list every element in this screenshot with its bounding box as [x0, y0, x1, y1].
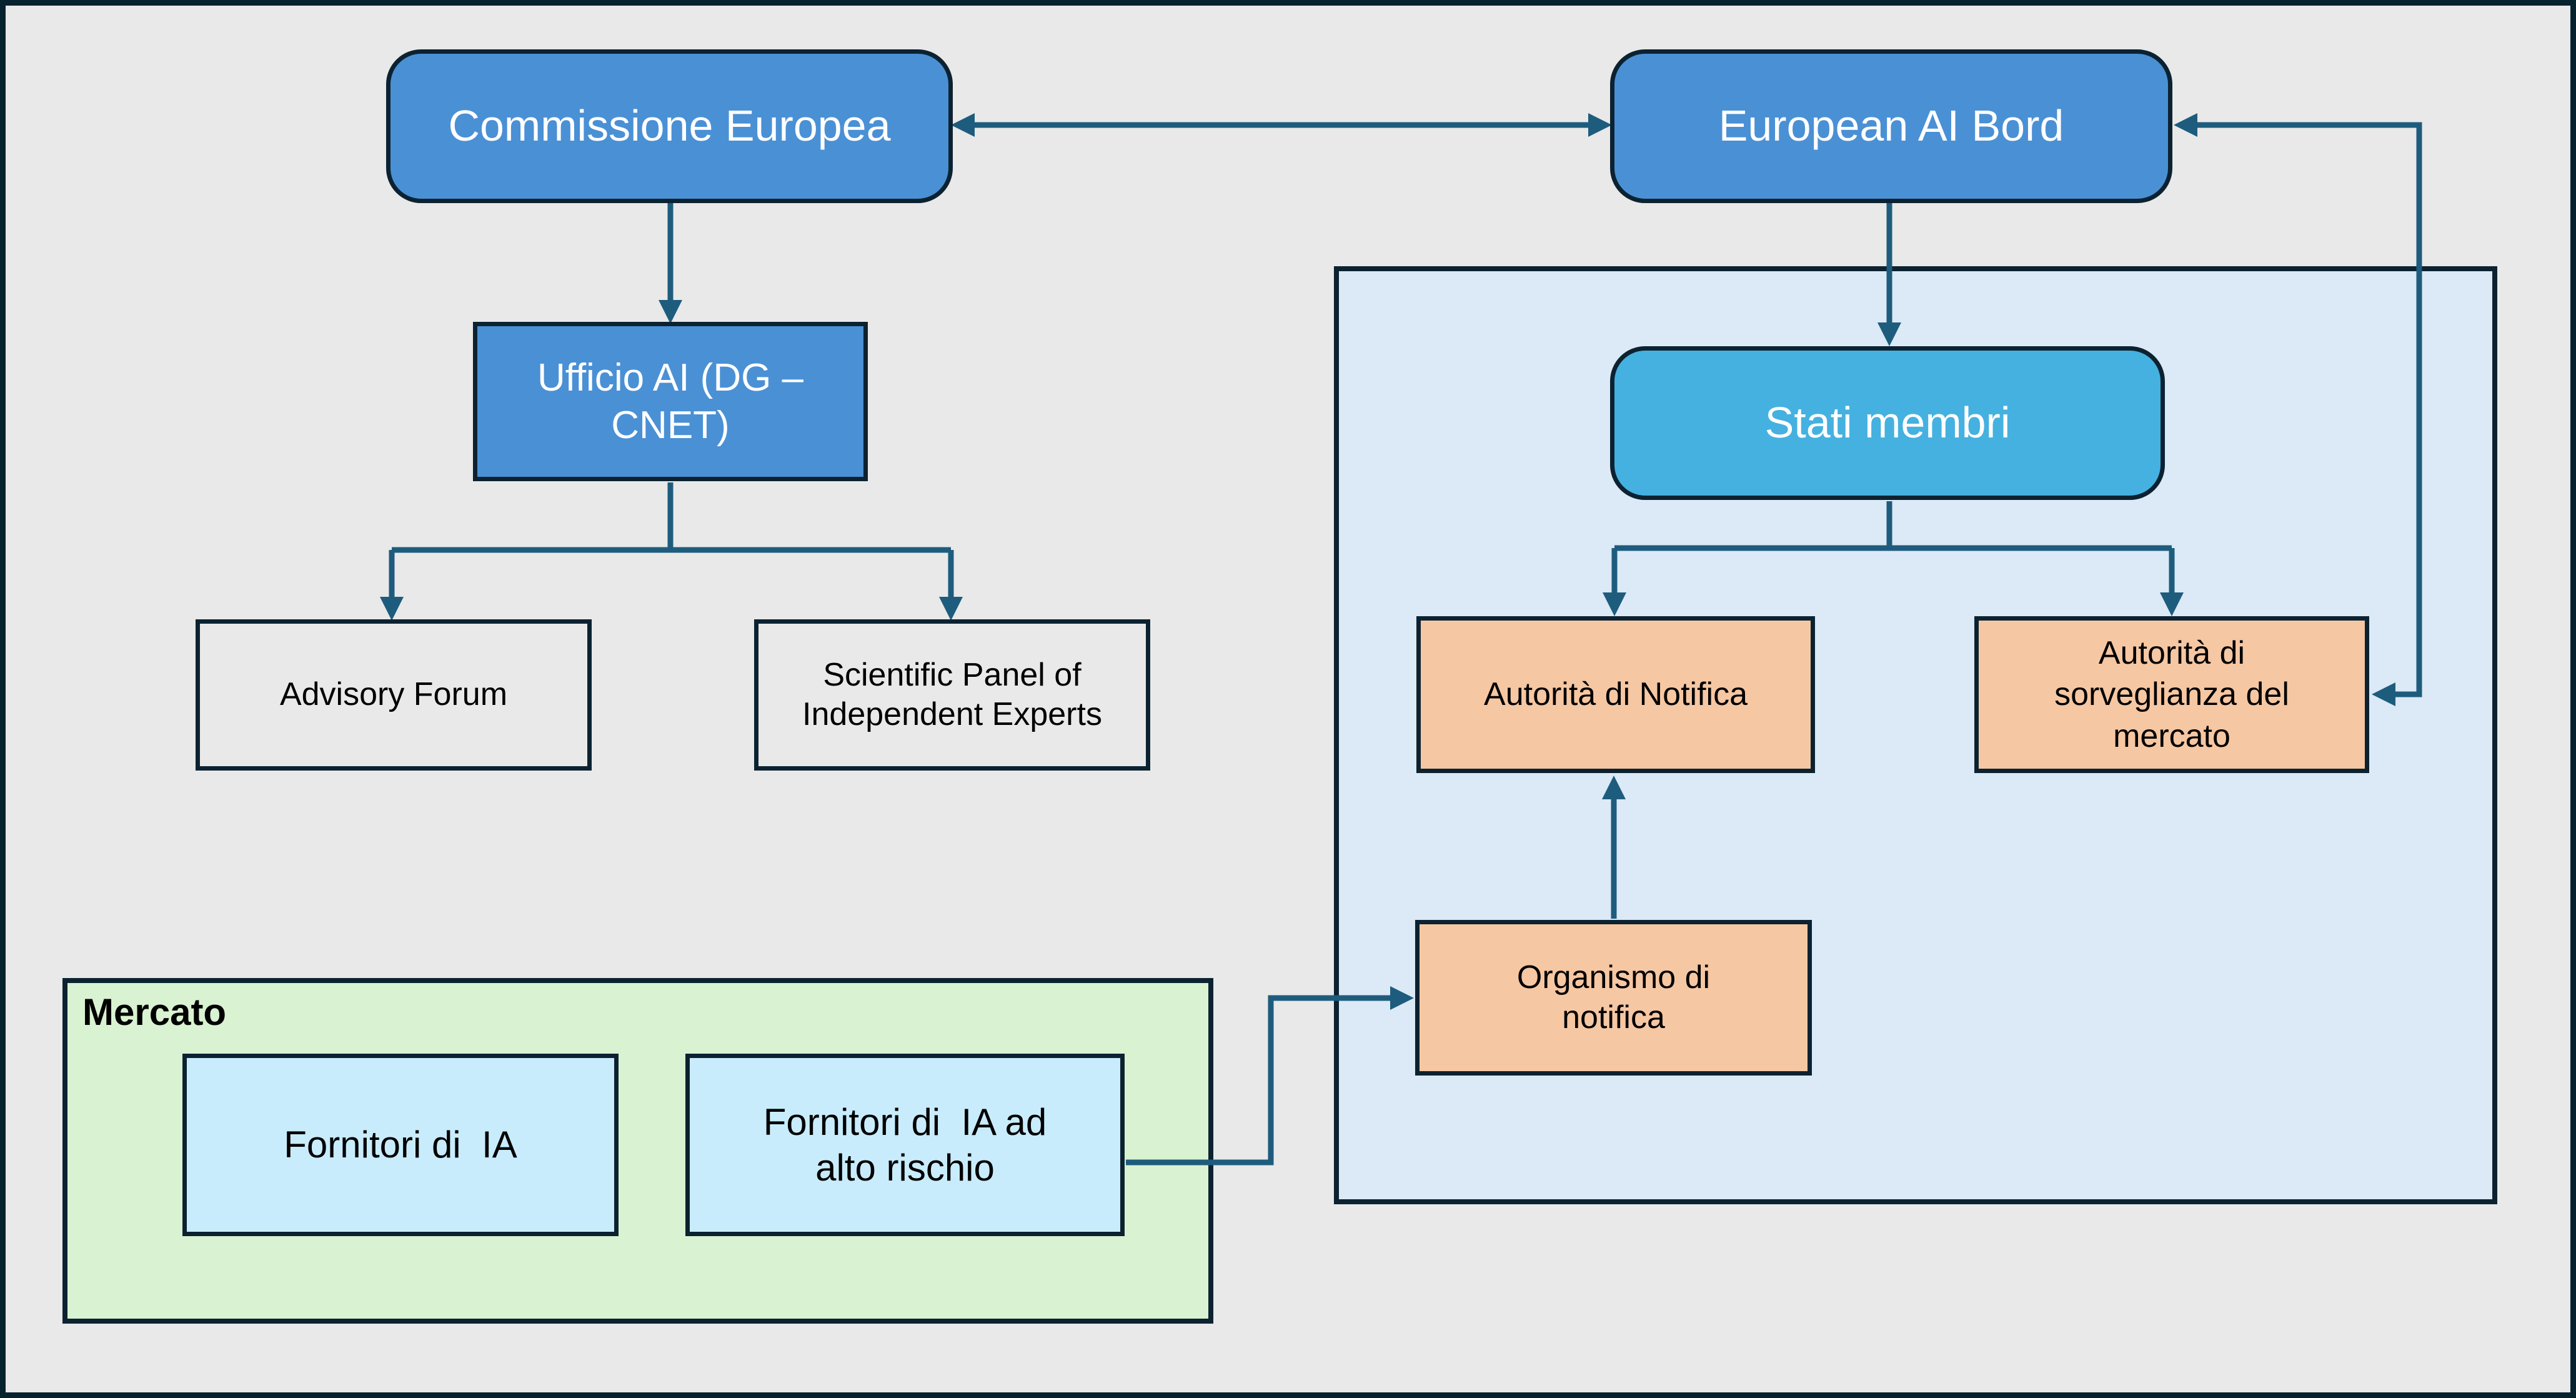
arrowhead-into-notifica	[1603, 592, 1626, 616]
mercato-label: Mercato	[82, 991, 227, 1033]
node-commissione-europea: Commissione Europea	[386, 49, 953, 203]
node-fornitori-ia-alto-rischio: Fornitori di IA ad alto rischio	[685, 1054, 1125, 1236]
node-stati-membri-label: Stati membri	[1764, 398, 2011, 447]
connector-ufficio-branch	[389, 482, 954, 598]
node-ufficio-ai: Ufficio AI (DG – CNET)	[473, 322, 868, 481]
arrowhead-into-scientific	[939, 597, 963, 621]
arrowhead-into-advisory	[380, 597, 404, 621]
node-autorita-sorveglianza-label: Autorità di sorveglianza del mercato	[2054, 634, 2289, 754]
node-scientific-panel: Scientific Panel of Independent Experts	[754, 619, 1150, 771]
arrowhead-into-stati	[1877, 322, 1901, 346]
node-fornitori-ia-label: Fornitori di IA	[284, 1124, 517, 1166]
node-ufficio-ai-label: Ufficio AI (DG – CNET)	[537, 356, 804, 447]
arrowhead-into-sorveglianza-top	[2160, 592, 2184, 616]
connector-fornitori-organismo	[1126, 995, 1391, 1166]
node-scientific-panel-label: Scientific Panel of Independent Experts	[802, 656, 1102, 732]
arrowhead-up-into-notifica	[1602, 776, 1626, 799]
node-european-ai-board-label: European AI Bord	[1718, 101, 2064, 151]
node-fornitori-ia-alto-rischio-label: Fornitori di IA ad alto rischio	[763, 1101, 1047, 1189]
node-autorita-di-notifica-label: Autorità di Notifica	[1484, 676, 1748, 712]
node-fornitori-ia: Fornitori di IA	[182, 1054, 619, 1236]
arrowhead-into-board-right	[2174, 113, 2197, 137]
node-organismo-di-notifica: Organismo di notifica	[1415, 920, 1812, 1076]
arrowhead-into-commissione	[951, 113, 975, 137]
connector-stati-branch	[1611, 501, 2175, 594]
node-advisory-forum-label: Advisory Forum	[279, 676, 508, 713]
node-stati-membri: Stati membri	[1610, 346, 2165, 500]
node-organismo-di-notifica-label: Organismo di notifica	[1516, 959, 1711, 1036]
node-european-ai-board: European AI Bord	[1610, 49, 2172, 203]
node-autorita-sorveglianza: Autorità di sorveglianza del mercato	[1974, 616, 2369, 773]
node-advisory-forum: Advisory Forum	[196, 619, 592, 771]
connector-board-sorveglianza	[2196, 122, 2422, 697]
arrowhead-into-ufficio	[659, 300, 682, 324]
arrowhead-into-sorveglianza-side	[2372, 682, 2395, 706]
arrowhead-into-organismo	[1390, 986, 1414, 1010]
node-autorita-di-notifica: Autorità di Notifica	[1416, 616, 1815, 773]
node-commissione-europea-label: Commissione Europea	[448, 101, 891, 151]
arrowhead-into-board	[1588, 113, 1612, 137]
